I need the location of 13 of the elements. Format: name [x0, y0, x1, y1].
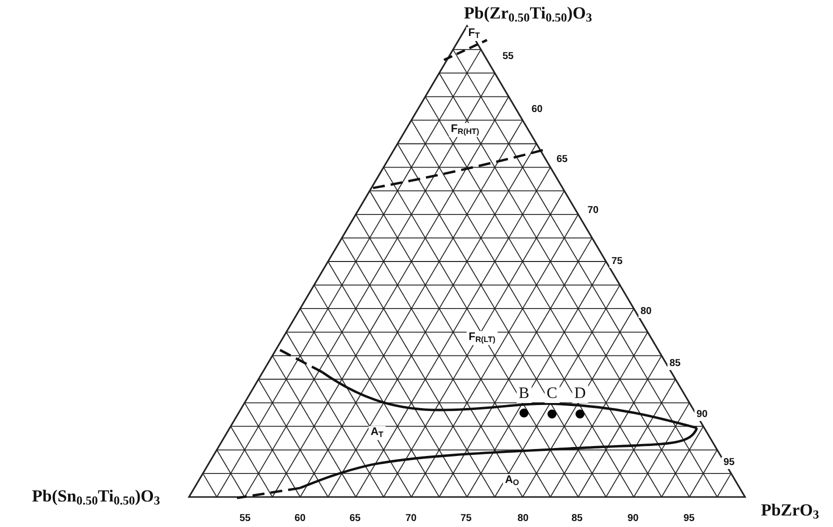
- phase-label: A$_{O}$: [502, 474, 522, 488]
- tick-label: 95: [721, 457, 737, 469]
- point-label: D: [572, 385, 588, 403]
- point-label: B: [516, 385, 532, 403]
- phase-label: F$_{T}$: [466, 27, 482, 41]
- point-label: C: [544, 385, 560, 403]
- tick-label: 90: [694, 409, 710, 421]
- tick-label: 80: [638, 306, 654, 318]
- phase-label: F$_{R(HT)}$: [448, 123, 482, 137]
- phase-label: F$_{R(LT)}$: [466, 331, 498, 345]
- tick-label: 85: [667, 358, 683, 370]
- tick-label: 75: [609, 256, 625, 268]
- phase-label: A$_{T}$: [368, 426, 386, 440]
